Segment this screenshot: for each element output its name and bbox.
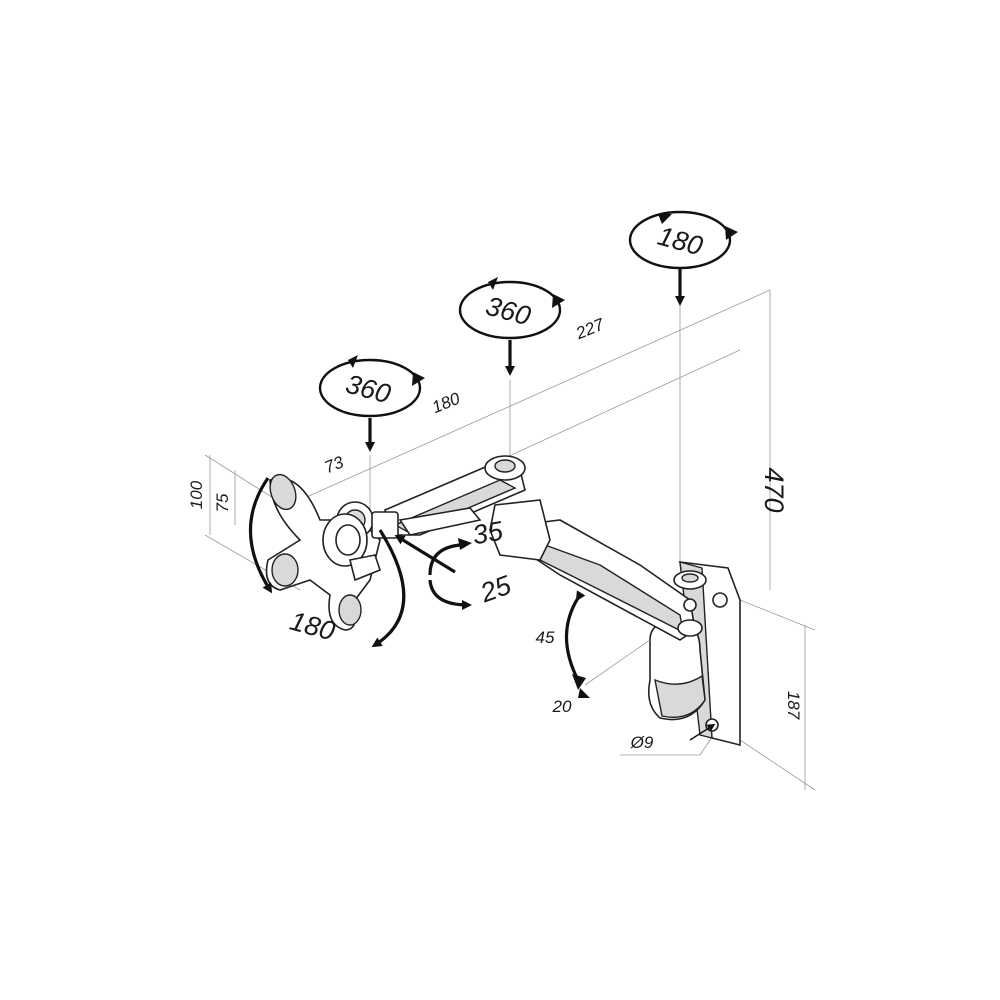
dim-plate-100: 100 [187,480,206,509]
dim-total-470: 470 [759,467,789,512]
vesa-head [265,473,399,631]
angle-tilt-35: 35 [470,515,506,550]
dim-bracket-187: 187 [784,691,803,720]
angle-lift-20: 20 [552,697,572,716]
rotation-symbol-pivot-3: 180 [628,210,738,306]
lift-arrows [564,590,651,698]
head-rotation-arrows [248,477,406,648]
angle-lift-45: 45 [536,628,555,647]
dim-arm-180: 180 [429,389,463,417]
dim-hole-diameter: Ø9 [630,733,654,752]
dim-plate-75: 75 [213,493,232,512]
dim-head-offset-73: 73 [322,452,347,477]
rotation-symbol-pivot-1: 360 [318,355,425,452]
rotation-symbol-pivot-2: 360 [458,277,565,376]
angle-tilt-25: 25 [475,569,515,608]
tilt-arrows [394,534,472,610]
hole-leader [689,723,716,741]
lower-arm [489,499,703,641]
dim-arm-227: 227 [572,315,607,344]
